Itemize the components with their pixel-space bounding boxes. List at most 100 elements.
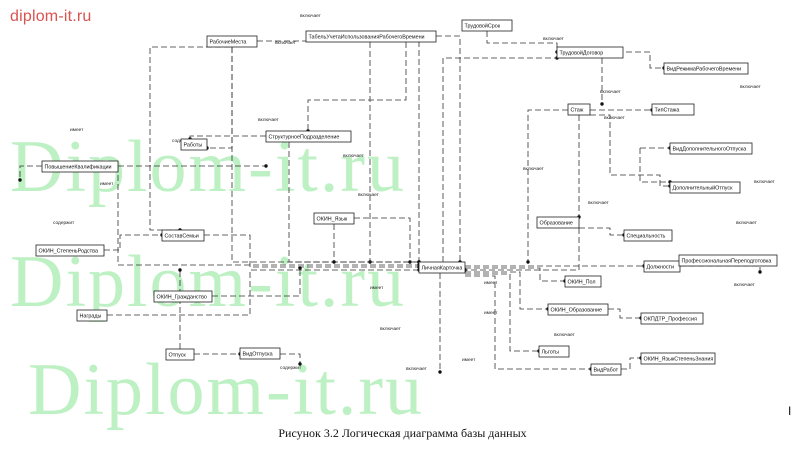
entity-label: ВидРабот <box>594 368 619 374</box>
entity-label: ТрудовойСрок <box>465 23 501 30</box>
entity-rabochie-mesta[interactable]: РабочиеМеста <box>206 35 258 48</box>
relationship-line <box>280 353 301 364</box>
entity-label: ДополнительныйОтпуск <box>673 185 734 192</box>
entity-label: ЛичнаяКарточка <box>422 266 463 272</box>
relationship-label: имеет <box>484 311 498 316</box>
entity-label: Работы <box>184 143 203 149</box>
entity-box <box>180 138 208 151</box>
entity-box <box>547 303 609 316</box>
relationship-endpoint-dot <box>298 362 302 366</box>
entity-box <box>678 254 778 267</box>
entity-obrazovanie[interactable]: Образование <box>536 216 580 229</box>
relationship-line <box>579 227 624 236</box>
entity-label: ПрофессиональнаяПереподготовка <box>682 259 772 265</box>
entity-box <box>461 19 513 32</box>
entity-trudovoi-dogovor[interactable]: ТрудовойДоговор <box>556 46 624 59</box>
relationship-endpoint-dot <box>298 266 302 270</box>
relationship-line <box>354 217 411 262</box>
relationship-endpoint-dot <box>526 260 530 264</box>
entity-box <box>206 35 258 48</box>
entity-dop-otpusk[interactable]: ДополнительныйОтпуск <box>669 181 741 194</box>
relationship-line <box>207 47 233 149</box>
relationship-label: включает <box>754 180 776 185</box>
entity-vid-rezhima[interactable]: ВидРежимаРабочегоВремени <box>663 62 749 75</box>
entity-lgoty[interactable]: Льготы <box>538 345 570 358</box>
entity-label: Стаж <box>571 108 584 114</box>
entity-label: Образование <box>540 221 573 227</box>
entity-strukt-podr[interactable]: СтруктурноеПодразделение <box>265 130 352 143</box>
entity-specialnost[interactable]: Специальность <box>623 229 673 242</box>
entity-label: ОКИН_ЯзыкСтепеньЗнания <box>644 357 714 363</box>
entity-box <box>239 347 281 360</box>
entity-box <box>161 229 205 242</box>
entity-box <box>153 290 213 303</box>
watermark-3: Diplom-it.ru <box>28 349 425 431</box>
entity-box <box>418 261 466 274</box>
relationship-label: содержит <box>53 221 75 226</box>
entity-box <box>663 62 749 75</box>
relationship-line <box>608 308 641 319</box>
entity-vid-dop-otpuska[interactable]: ВидДополнительногоОтпуска <box>669 142 753 155</box>
entity-vid-otpuska[interactable]: ВидОтпуска <box>239 347 281 360</box>
relationship-label: включает <box>736 221 758 226</box>
entity-okpdtr[interactable]: ОКПДТР_Профессия <box>640 312 704 325</box>
entity-otpusk[interactable]: Отпуск <box>165 348 195 361</box>
relationship-endpoint-dot <box>600 102 604 106</box>
entity-box <box>305 30 437 43</box>
relationship-line <box>621 357 641 370</box>
relationship-line <box>436 35 461 262</box>
entity-okin-grazhd[interactable]: ОКИН_Гражданство <box>153 290 213 303</box>
relationship-label: включает <box>600 90 622 95</box>
relationship-line <box>204 234 419 268</box>
relationship-endpoint-dot <box>408 260 412 264</box>
entity-box <box>556 46 624 59</box>
entity-box <box>76 309 108 322</box>
entity-vid-rabot[interactable]: ВидРабот <box>590 363 622 376</box>
entity-label: Специальность <box>627 234 666 240</box>
relationship-line <box>149 46 230 231</box>
relationship-line <box>117 166 419 266</box>
entity-label: Должности <box>647 265 675 271</box>
entity-tabel[interactable]: ТабельУчетаИспользованияРабочегоВремени <box>305 30 437 43</box>
relationship-label: включает <box>275 41 297 46</box>
relationship-line <box>288 142 419 263</box>
entity-lichnaya-kartochka[interactable]: ЛичнаяКарточка <box>418 261 466 274</box>
relationship-label: включает <box>588 201 610 206</box>
entity-okin-pol[interactable]: ОКИН_Пол <box>564 275 602 288</box>
relationship-line <box>590 114 670 187</box>
relationship-label: содержит <box>280 366 302 371</box>
entity-dolzhnosti[interactable]: Должности <box>643 260 681 273</box>
relationship-label: имеет <box>370 286 384 291</box>
entity-box <box>265 130 352 143</box>
relationship-label: включает <box>380 327 402 332</box>
entity-box <box>313 212 355 225</box>
entity-raboty[interactable]: Работы <box>180 138 208 151</box>
relationship-label: включает <box>734 283 756 288</box>
entity-label: Награды <box>80 314 102 320</box>
entity-okin-obraz[interactable]: ОКИН_Образование <box>547 303 609 316</box>
entity-trudovoi-srok[interactable]: ТрудовойСрок <box>461 19 513 32</box>
entity-stazh[interactable]: Стаж <box>567 103 591 116</box>
relationship-label: имеет <box>462 358 476 363</box>
entity-povyshenie[interactable]: ПовышениеКвалификации <box>41 160 119 173</box>
relationship-endpoint-dot <box>18 178 22 182</box>
entity-okin-rodstvo[interactable]: ОКИН_СтепеньРодства <box>35 244 105 257</box>
entity-nagrady[interactable]: Награды <box>76 309 108 322</box>
relationship-label: включает <box>358 193 380 198</box>
entity-okin-yazyk[interactable]: ОКИН_Язык <box>313 212 355 225</box>
entity-prof-perepodg[interactable]: ПрофессиональнаяПереподготовка <box>678 254 778 267</box>
entity-label: ТипСтажа <box>655 108 680 114</box>
entity-label: ТабельУчетаИспользованияРабочегоВремени <box>309 35 425 41</box>
relationship-endpoint-dot <box>332 260 336 264</box>
relationship-line <box>442 57 557 262</box>
relationship-label: имеет <box>70 128 84 133</box>
entity-okin-yazyk-step[interactable]: ОКИН_ЯзыкСтепеньЗнания <box>640 352 716 365</box>
entity-box <box>41 160 119 173</box>
entity-tip-stazha[interactable]: ТипСтажа <box>651 103 695 116</box>
relationship-line <box>639 148 670 183</box>
page-marker: I <box>788 404 792 418</box>
entity-sostav-semi[interactable]: СоставСемьи <box>161 229 205 242</box>
entity-box <box>165 348 195 361</box>
entity-box <box>669 181 741 194</box>
